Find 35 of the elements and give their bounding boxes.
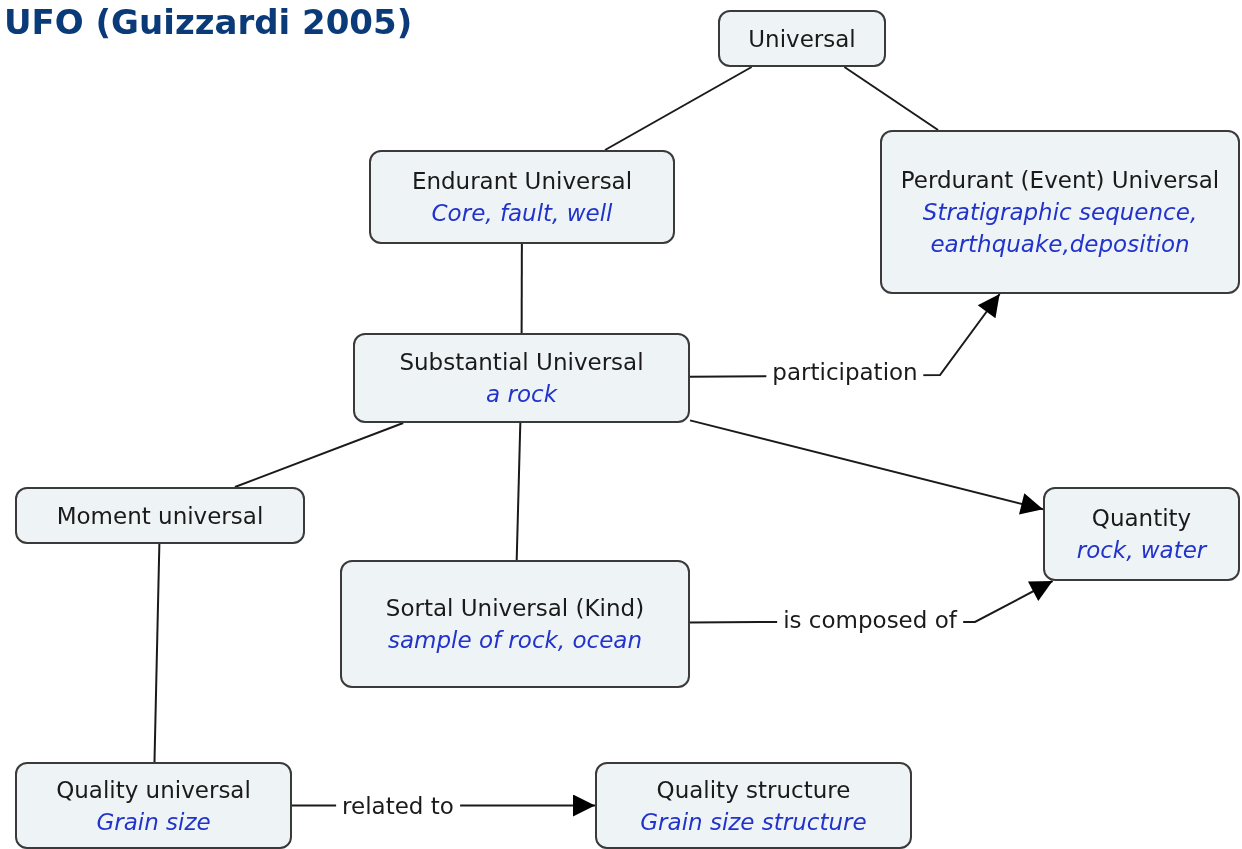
connector-line (520, 243, 523, 334)
concept-box (718, 10, 886, 67)
node-example: Core, fault, well (431, 199, 613, 228)
concept-box (340, 560, 690, 688)
arrow (689, 419, 1044, 515)
node-title: Substantial Universal (399, 348, 644, 377)
node-example: a rock (486, 380, 557, 409)
node-example: Stratigraphic sequence, earthquake,deposition (921, 198, 1199, 259)
node-title: Universal (748, 24, 856, 54)
node-title: Quantity (1091, 504, 1192, 533)
edge-label: participation (766, 359, 924, 385)
node-title: Quality structure (656, 775, 851, 805)
node-title: Sortal Universal (Kind) (385, 594, 645, 623)
node-example: sample of rock, ocean (387, 626, 643, 655)
concept-box (353, 333, 690, 423)
node-title: Endurant Universal (411, 167, 633, 196)
connector-line (153, 543, 161, 763)
connector-line (233, 422, 405, 488)
node-title: Quality universal (56, 775, 251, 805)
connector-line (515, 422, 522, 561)
concept-box (15, 487, 305, 544)
edge-label: is composed of (777, 607, 963, 633)
connector-line (843, 66, 940, 131)
concept-box (1043, 487, 1240, 581)
node-title: Perdurant (Event) Universal (900, 166, 1220, 195)
connector-line (604, 66, 753, 151)
concept-box (880, 130, 1240, 294)
node-example: Grain size structure (640, 807, 867, 837)
concept-box (595, 762, 912, 849)
node-title: Moment universal (56, 501, 264, 531)
node-example: Grain size (96, 807, 211, 837)
diagram-title: UFO (Guizzardi 2005) (4, 2, 413, 42)
concept-box (369, 150, 675, 244)
node-example: rock, water (1076, 536, 1207, 565)
concept-box (15, 762, 292, 849)
